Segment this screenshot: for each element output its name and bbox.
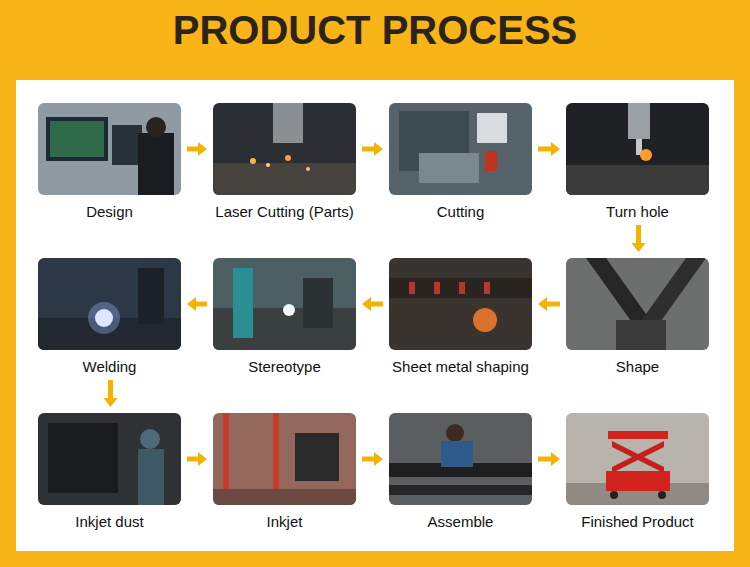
caption-row: Finished Product [566,513,709,531]
process-step: Turn hole [566,103,709,221]
process-step: Laser Cutting (Parts) [213,103,356,221]
caption-row: Design [38,203,181,221]
step-label: Turn hole [606,203,669,221]
flow-arrow [362,297,383,311]
caption-row: Assemble [389,513,532,531]
flow-arrow [187,452,207,466]
caption-row: Sheet metal shaping [389,358,532,376]
step-label: Stereotype [248,358,321,376]
process-step: Inkjet dust [38,413,181,531]
step-photo [38,258,181,350]
flow-arrow [104,380,118,407]
caption-row: Cutting [389,203,532,221]
step-photo [213,258,356,350]
flow-arrow [538,297,560,311]
step-photo [566,103,709,195]
step-label: Welding [83,358,137,376]
caption-row: Turn hole [566,203,709,221]
step-photo [38,103,181,195]
step-label: Finished Product [581,513,694,531]
process-step: Assemble [389,413,532,531]
step-label: Shape [616,358,659,376]
flow-arrow [538,142,560,156]
caption-row: Stereotype [213,358,356,376]
process-step: Stereotype [213,258,356,376]
flow-arrow [187,142,207,156]
process-step: Cutting [389,103,532,221]
process-step: Finished Product [566,413,709,531]
step-label: Design [86,203,133,221]
flow-arrow [362,452,383,466]
step-photo [566,258,709,350]
step-photo [38,413,181,505]
flow-arrow [538,452,560,466]
process-step: Inkjet [213,413,356,531]
step-label: Inkjet dust [75,513,143,531]
flow-arrow [187,297,207,311]
caption-row: Inkjet dust [38,513,181,531]
process-step: Design [38,103,181,221]
process-step: Welding [38,258,181,376]
caption-row: Welding [38,358,181,376]
step-label: Cutting [437,203,485,221]
step-label: Assemble [428,513,494,531]
flow-arrow [632,225,646,252]
process-step: Sheet metal shaping [389,258,532,376]
caption-row: Inkjet [213,513,356,531]
caption-row: Laser Cutting (Parts) [213,203,356,221]
page-title: PRODUCT PROCESS [0,6,750,54]
step-photo [213,413,356,505]
step-photo [389,258,532,350]
step-photo [566,413,709,505]
step-label: Inkjet [267,513,303,531]
step-label: Laser Cutting (Parts) [215,203,353,221]
step-photo [389,413,532,505]
step-label: Sheet metal shaping [392,358,529,376]
flow-arrow [362,142,383,156]
caption-row: Shape [566,358,709,376]
step-photo [389,103,532,195]
step-photo [213,103,356,195]
process-step: Shape [566,258,709,376]
